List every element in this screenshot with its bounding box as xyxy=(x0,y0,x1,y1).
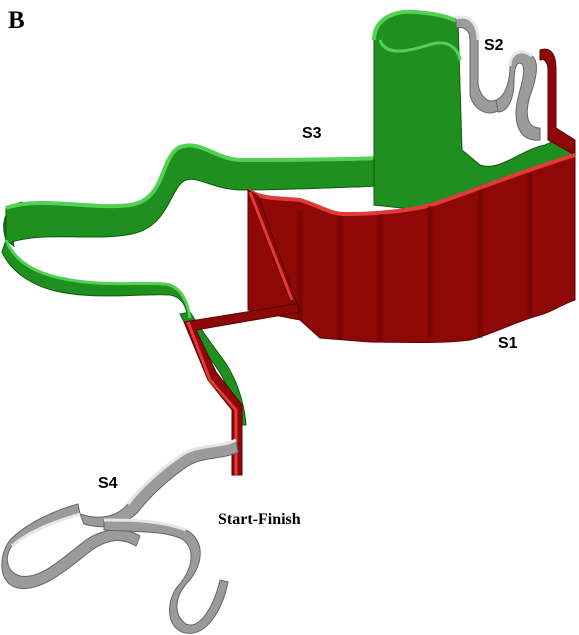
s2-hairpin-inner xyxy=(496,52,540,140)
label-s3: S3 xyxy=(302,125,322,142)
panel-letter: B xyxy=(8,7,25,34)
s2-ribbon xyxy=(456,17,540,140)
label-s2: S2 xyxy=(484,37,504,54)
s4-ribbon xyxy=(2,440,238,633)
label-start-finish: Start-Finish xyxy=(218,511,301,528)
label-s1: S1 xyxy=(498,335,518,352)
s1-hairpin-right xyxy=(540,49,575,155)
label-s4: S4 xyxy=(98,475,118,492)
